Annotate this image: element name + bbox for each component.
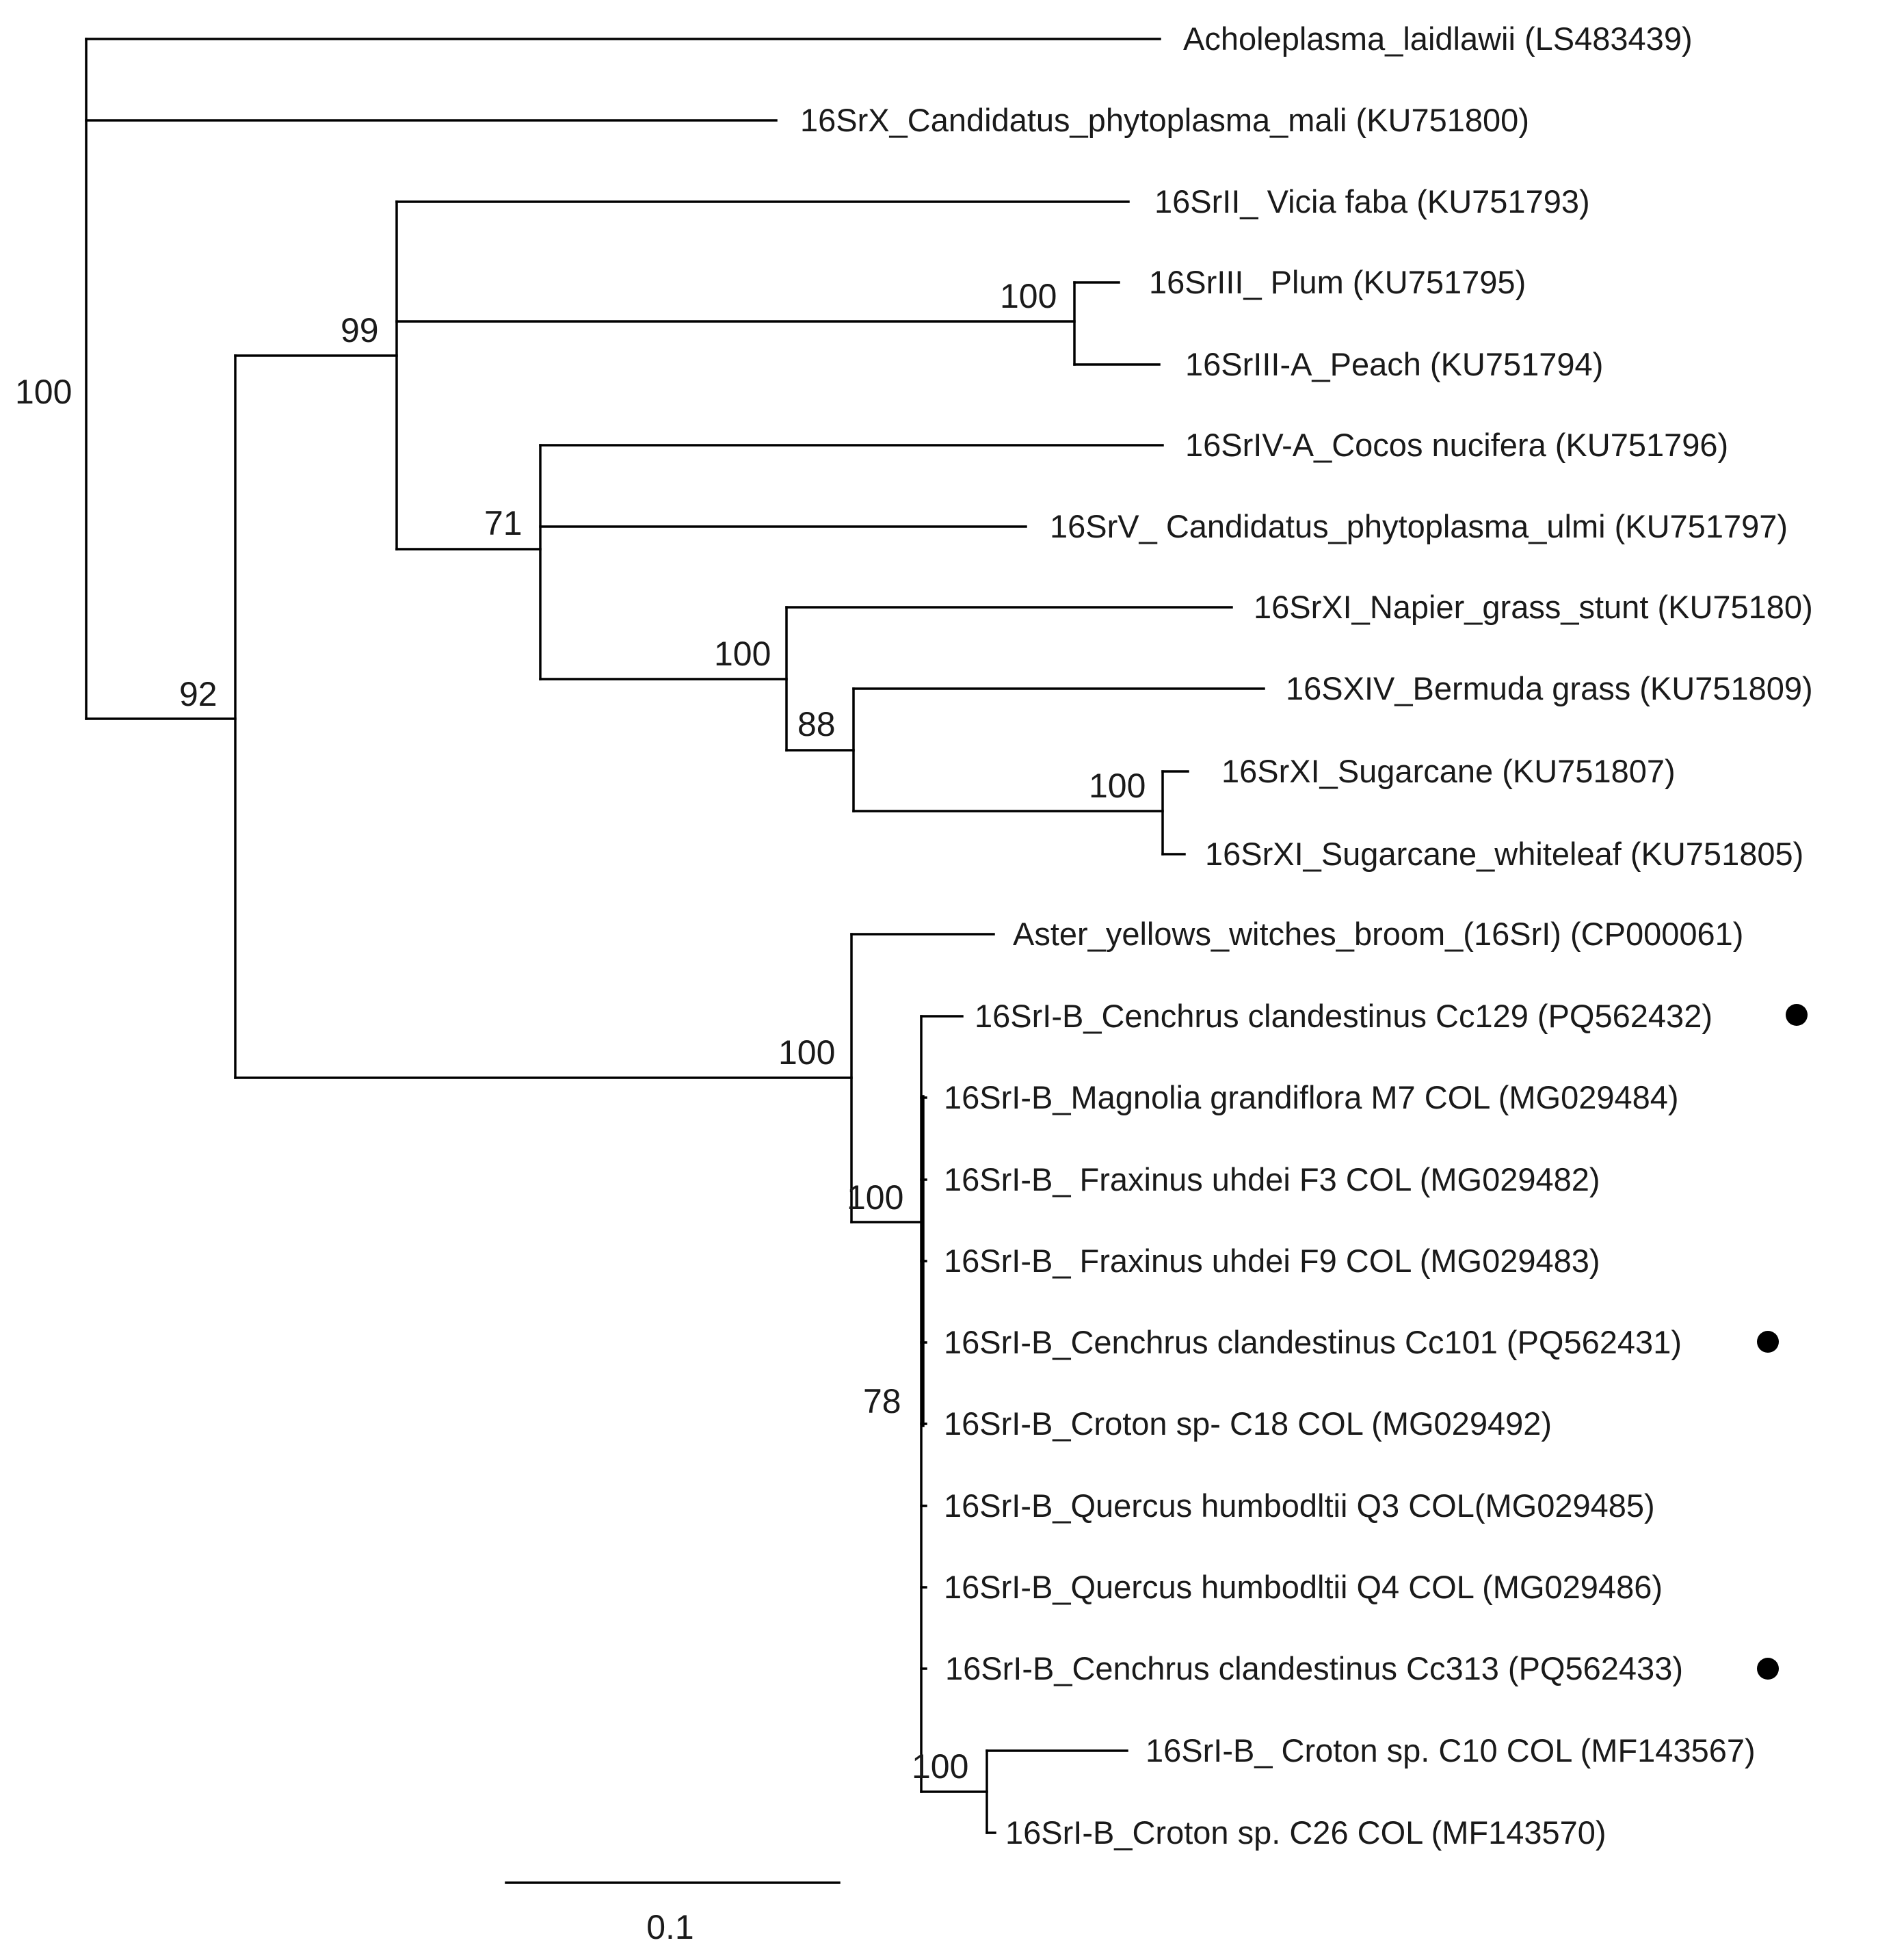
bootstrap-value: 100 bbox=[912, 1747, 968, 1786]
sequence-markers bbox=[1757, 1004, 1808, 1680]
taxon-label: 16SrXI_Sugarcane_whiteleaf (KU751805) bbox=[1205, 836, 1803, 872]
new-sequence-marker bbox=[1757, 1331, 1779, 1353]
taxon-label: 16SrI-B_ Fraxinus uhdei F9 COL (MG029483… bbox=[944, 1243, 1600, 1279]
scale-bar-label: 0.1 bbox=[646, 1908, 694, 1946]
new-sequence-marker bbox=[1786, 1004, 1808, 1026]
bootstrap-value: 71 bbox=[484, 504, 523, 542]
taxon-label: Aster_yellows_witches_broom_(16SrI) (CP0… bbox=[1013, 916, 1743, 952]
bootstrap-value: 100 bbox=[778, 1033, 835, 1072]
taxon-label: 16SrI-B_Quercus humbodltii Q4 COL (MG029… bbox=[944, 1569, 1663, 1605]
taxon-label: 16SrII_ Vicia faba (KU751793) bbox=[1154, 183, 1590, 220]
taxon-label: 16SrI-B_Croton sp- C18 COL (MG029492) bbox=[944, 1405, 1552, 1442]
taxon-label: 16SrI-B_Croton sp. C26 COL (MF143570) bbox=[1005, 1814, 1606, 1851]
bootstrap-value: 88 bbox=[797, 705, 836, 743]
taxon-label: Acholeplasma_laidlawii (LS483439) bbox=[1183, 21, 1693, 57]
taxon-label: 16SrI-B_Cenchrus clandestinus Cc101 (PQ5… bbox=[944, 1324, 1682, 1360]
taxon-label: 16SrV_ Candidatus_phytoplasma_ulmi (KU75… bbox=[1050, 508, 1788, 544]
taxon-label: 16SrI-B_ Croton sp. C10 COL (MF143567) bbox=[1146, 1732, 1756, 1769]
taxon-label: 16SrI-B_Cenchrus clandestinus Cc313 (PQ5… bbox=[945, 1650, 1683, 1686]
new-sequence-marker bbox=[1757, 1658, 1779, 1680]
bootstrap-value: 100 bbox=[15, 373, 72, 411]
taxon-label: 16SrI-B_Magnolia grandiflora M7 COL (MG0… bbox=[944, 1079, 1679, 1115]
taxon-label: 16SXIV_Bermuda grass (KU751809) bbox=[1286, 670, 1813, 706]
taxon-label: 16SrX_Candidatus_phytoplasma_mali (KU751… bbox=[800, 102, 1529, 138]
bootstrap-value: 78 bbox=[863, 1382, 901, 1420]
taxon-labels: Acholeplasma_laidlawii (LS483439) 16SrX_… bbox=[800, 21, 1813, 1851]
taxon-label: 16SrI-B_Quercus humbodltii Q3 COL(MG0294… bbox=[944, 1487, 1655, 1524]
bootstrap-value: 100 bbox=[1000, 277, 1057, 315]
bootstrap-value: 92 bbox=[179, 675, 217, 713]
bootstrap-value: 100 bbox=[714, 635, 771, 673]
taxon-label: 16SrI-B_Cenchrus clandestinus Cc129 (PQ5… bbox=[975, 998, 1712, 1034]
scale-bar: 0.1 bbox=[505, 1881, 841, 1946]
taxon-label: 16SrIII_ Plum (KU751795) bbox=[1149, 264, 1526, 300]
bootstrap-value: 100 bbox=[1089, 767, 1146, 805]
taxon-label: 16SrIV-A_Cocos nucifera (KU751796) bbox=[1185, 427, 1728, 463]
taxon-label: 16SrXI_Sugarcane (KU751807) bbox=[1221, 753, 1676, 789]
bootstrap-values: 100 92 99 100 71 100 88 100 100 100 78 1… bbox=[15, 277, 1146, 1786]
taxon-label: 16SrIII-A_Peach (KU751794) bbox=[1185, 346, 1603, 382]
bootstrap-value: 100 bbox=[847, 1178, 903, 1217]
bootstrap-value: 99 bbox=[341, 311, 379, 349]
taxon-label: 16SrI-B_ Fraxinus uhdei F3 COL (MG029482… bbox=[944, 1161, 1600, 1197]
branches bbox=[85, 38, 1265, 1834]
taxon-label: 16SrXI_Napier_grass_stunt (KU75180) bbox=[1254, 589, 1813, 625]
